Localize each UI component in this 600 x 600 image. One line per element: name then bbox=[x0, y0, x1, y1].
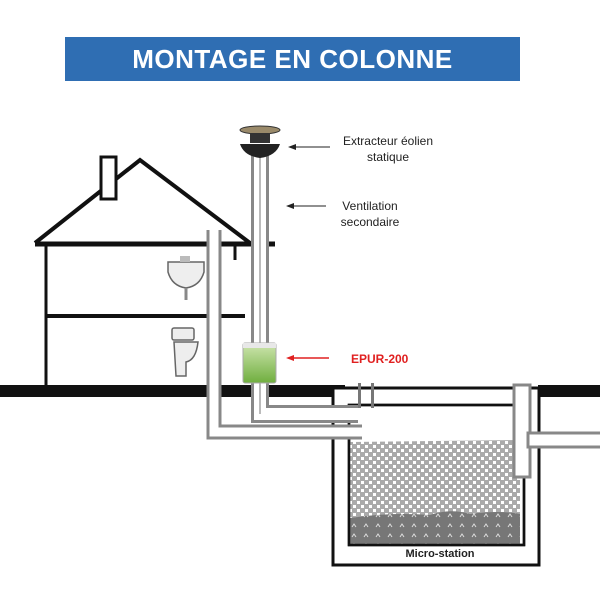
micro-station-tank bbox=[331, 383, 600, 567]
label-epur: EPUR-200 bbox=[351, 352, 409, 366]
label-ventilation-line1: Ventilation bbox=[342, 199, 397, 213]
toilet-icon bbox=[171, 327, 199, 377]
ground-line bbox=[0, 385, 345, 397]
sink-icon bbox=[167, 256, 205, 300]
label-extractor-line2: statique bbox=[367, 150, 409, 164]
arrow-extractor bbox=[288, 144, 330, 150]
arrow-ventilation bbox=[286, 203, 326, 209]
label-extractor-line1: Extracteur éolien bbox=[343, 134, 433, 148]
label-ventilation-line2: secondaire bbox=[341, 215, 400, 229]
label-micro-station: Micro-station bbox=[405, 548, 474, 560]
epur-canister bbox=[242, 342, 277, 384]
house bbox=[33, 155, 275, 388]
wind-extractor-icon bbox=[239, 125, 281, 158]
arrow-epur bbox=[286, 355, 329, 361]
title-banner: MONTAGE EN COLONNE bbox=[65, 37, 520, 81]
ground-line-right bbox=[538, 385, 600, 397]
